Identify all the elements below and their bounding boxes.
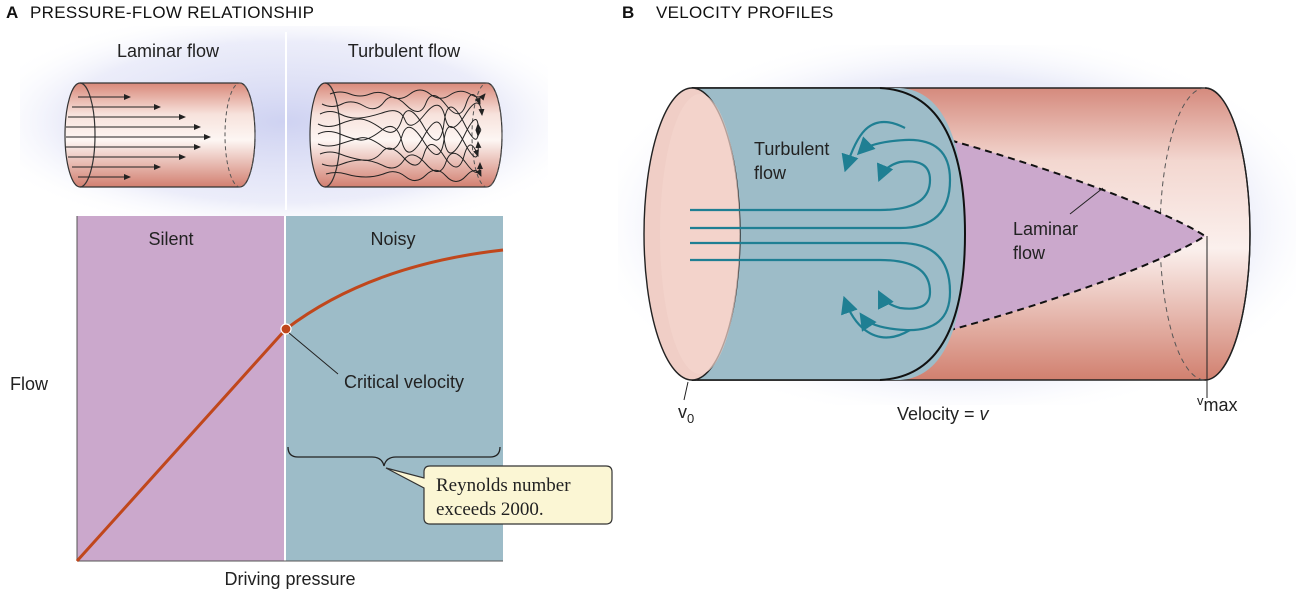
silent-region (77, 216, 285, 561)
turbulent-flow-line-2: flow (754, 163, 787, 183)
critical-velocity-label: Critical velocity (344, 372, 464, 392)
velocity-tube: Turbulent flow Laminar flow (643, 87, 1251, 401)
turbulent-tube (309, 82, 503, 188)
turbulent-flow-line-1: Turbulent (754, 139, 829, 159)
reynolds-callout: Reynolds number exceeds 2000. (385, 465, 613, 525)
panel-b-letter: B (622, 3, 634, 22)
panel-a-title: PRESSURE-FLOW RELATIONSHIP (30, 3, 314, 22)
panel-a-letter: A (6, 3, 18, 22)
laminar-flow-line-1: Laminar (1013, 219, 1078, 239)
turbulent-profile-outline (879, 87, 967, 381)
critical-velocity-point (280, 323, 292, 335)
flow-curve (75, 248, 504, 563)
panel-b-title: VELOCITY PROFILES (656, 3, 834, 22)
noisy-label: Noisy (370, 229, 415, 249)
turbulent-flow-label: Turbulent flow (348, 41, 461, 61)
laminar-flow-label: Laminar flow (117, 41, 220, 61)
v0-leader (683, 381, 689, 401)
laminar-flow-line-2: flow (1013, 243, 1046, 263)
laminar-leader (1069, 187, 1104, 215)
velocity-equation: Velocity = v (897, 404, 990, 424)
critical-velocity-leader (288, 332, 339, 375)
x-axis-label: Driving pressure (224, 569, 355, 589)
vmax-label: vmax (1197, 393, 1238, 415)
noisy-range-brace (287, 446, 501, 467)
reynolds-line-1: Reynolds number (436, 475, 571, 496)
turbulent-streamlines (690, 120, 952, 339)
silent-label: Silent (148, 229, 193, 249)
y-axis-label: Flow (10, 374, 49, 394)
v0-label: v0 (678, 402, 694, 426)
laminar-tube (64, 82, 256, 188)
reynolds-line-2: exceeds 2000. (436, 499, 544, 520)
